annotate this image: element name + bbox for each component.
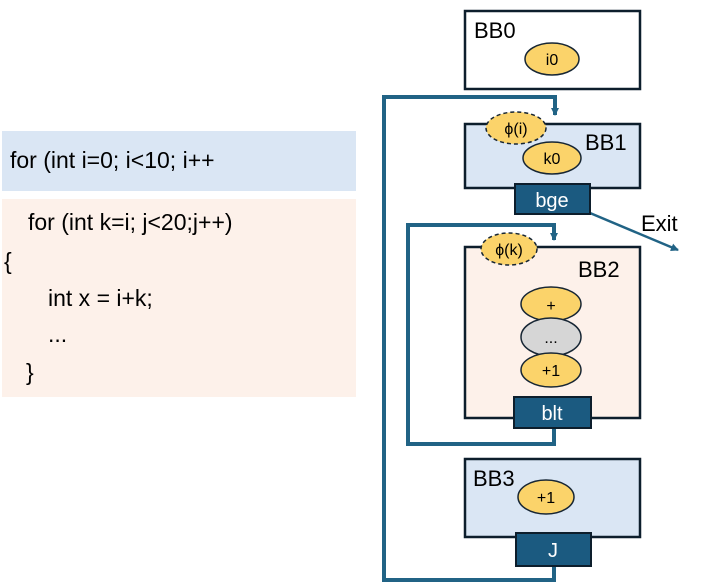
branch-j-label: J xyxy=(548,540,558,562)
branch-bge xyxy=(514,183,591,215)
exit-label: Exit xyxy=(641,211,678,236)
open-brace-line: { xyxy=(4,248,12,274)
close-brace-line: } xyxy=(26,359,34,385)
node-add-label: + xyxy=(546,298,555,315)
node-k0 xyxy=(522,141,582,175)
branch-j xyxy=(515,532,592,567)
node-inc xyxy=(520,352,582,388)
ellipsis-line: ... xyxy=(48,321,68,347)
back-edge-bb3-to-bb1 xyxy=(382,95,559,582)
branch-bge-label: bge xyxy=(535,190,568,212)
bb0-label: BB0 xyxy=(474,18,516,43)
bb3-label: BB3 xyxy=(473,466,515,491)
node-ellipsis-label: ... xyxy=(544,330,557,347)
node-k0-label: k0 xyxy=(544,151,561,168)
phi-k-node xyxy=(480,232,538,266)
node-inc-label: +1 xyxy=(542,363,560,380)
phi-i-label: ϕ(i) xyxy=(504,121,527,138)
basic-block-bb3: BB3 +1 J xyxy=(463,457,642,567)
node-inc-bb3 xyxy=(517,479,575,515)
node-i0-label: i0 xyxy=(546,52,559,69)
exit-edge xyxy=(589,211,679,252)
bb2-label: BB2 xyxy=(578,257,620,282)
inner-loop-line: for (int k=i; j<20;j++) xyxy=(28,209,233,235)
inner-loop-code: for (int k=i; j<20;j++) { int x = i+k; .… xyxy=(2,199,356,397)
basic-block-bb2: BB2 ϕ(k) + ... +1 blt xyxy=(463,232,642,429)
phi-k-label: ϕ(k) xyxy=(495,242,523,259)
branch-blt xyxy=(513,396,592,429)
assign-line: int x = i+k; xyxy=(48,285,153,311)
basic-block-bb1: BB1 ϕ(i) k0 bge xyxy=(463,111,642,215)
node-i0 xyxy=(524,42,580,76)
branch-blt-label: blt xyxy=(541,403,563,425)
node-inc-bb3-label: +1 xyxy=(537,490,555,507)
outer-loop-code: for (int i=0; i<10; i++ xyxy=(2,131,356,191)
back-edge-bb2-to-bb1-inner xyxy=(406,223,558,446)
phi-i-node xyxy=(485,111,547,145)
basic-block-bb0: BB0 i0 xyxy=(463,9,642,91)
bb1-label: BB1 xyxy=(585,130,627,155)
cfg-edges xyxy=(382,95,679,582)
outer-loop-line: for (int i=0; i<10; i++ xyxy=(10,147,215,173)
